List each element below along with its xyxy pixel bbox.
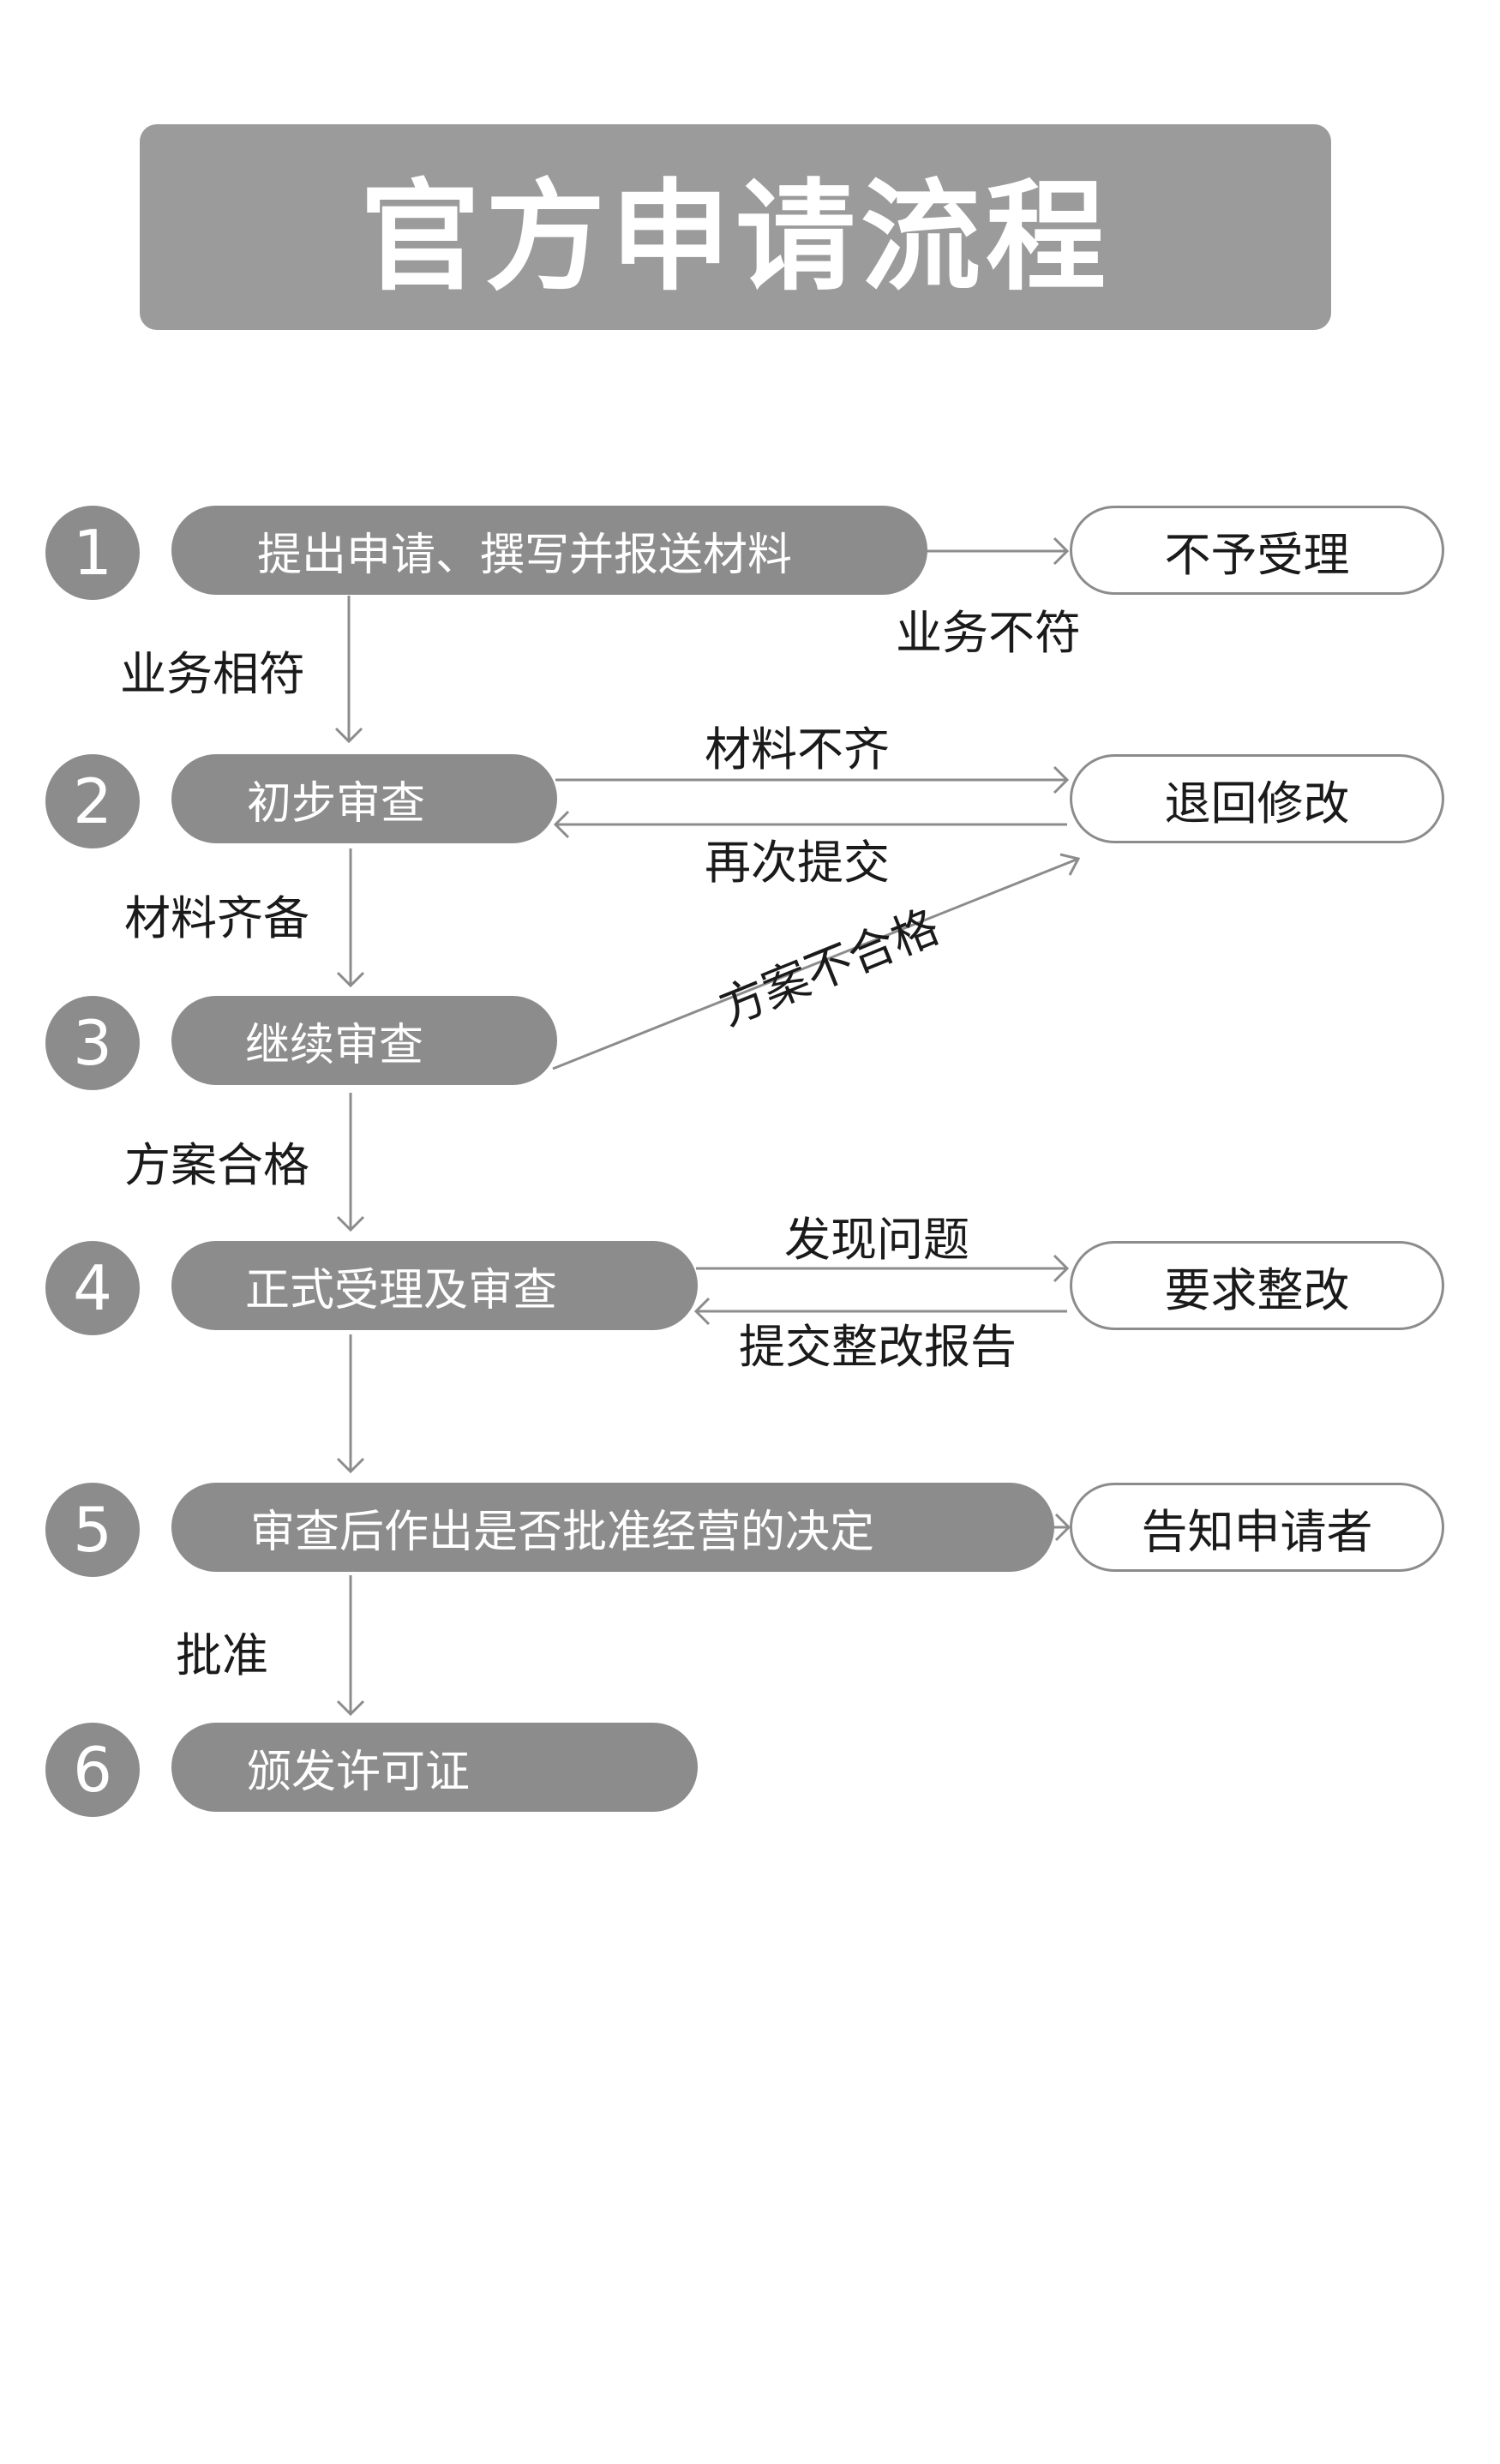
step-number-4: 4: [45, 1241, 140, 1335]
step-1-box: 提出申请、撰写并报送材料: [171, 506, 927, 595]
label-approved: 批准: [176, 1628, 268, 1682]
title-banner: 官方申请流程: [140, 124, 1331, 330]
label-business-match: 业务相符: [120, 647, 305, 701]
step-number-3: 3: [45, 996, 140, 1090]
label-business-mismatch: 业务不符: [896, 606, 1081, 660]
step-number-2: 2: [45, 754, 140, 848]
notify-label: 告知申请者: [1141, 1504, 1373, 1559]
step-1-label: 提出申请、撰写并报送材料: [257, 529, 793, 581]
step-5-box: 审查后作出是否批准经营的决定: [171, 1483, 1054, 1572]
step-4-box: 正式受理及审查: [171, 1241, 698, 1330]
step-number-5: 5: [45, 1483, 140, 1577]
step-number-6: 6: [45, 1723, 140, 1817]
step-3-box: 继续审查: [171, 996, 557, 1085]
rectify-box: 要求整改: [1070, 1241, 1444, 1330]
label-plan-qualified: 方案合格: [124, 1138, 309, 1192]
label-materials-complete: 材料齐备: [124, 891, 309, 945]
label-materials-incomplete: 材料不齐: [705, 722, 890, 776]
step-6-label: 颁发许可证: [247, 1746, 471, 1798]
step-5-label: 审查后作出是否批准经营的决定: [250, 1506, 875, 1558]
arrowhead-reject: [1053, 537, 1070, 566]
reject-box: 不予受理: [1070, 506, 1444, 595]
step-6-box: 颁发许可证: [171, 1723, 698, 1812]
reject-label: 不予受理: [1164, 527, 1350, 582]
return-box: 退回修改: [1070, 754, 1444, 843]
step-2-label: 初步审查: [247, 777, 426, 830]
step-2-box: 初步审查: [171, 754, 557, 843]
notify-box: 告知申请者: [1070, 1483, 1444, 1572]
step-3-label: 继续审查: [245, 1019, 424, 1071]
arrow-step3-to-return: [552, 857, 1079, 1070]
rectify-label: 要求整改: [1164, 1262, 1350, 1317]
step-number-1: 1: [45, 506, 140, 600]
label-problem-found: 发现问题: [784, 1213, 969, 1267]
step-4-label: 正式受理及审查: [245, 1264, 558, 1316]
page-title: 官方申请流程: [359, 168, 1111, 308]
label-submit-rectification-report: 提交整改报告: [739, 1320, 1017, 1374]
return-label: 退回修改: [1164, 776, 1350, 830]
label-resubmit: 再次提交: [705, 836, 890, 890]
